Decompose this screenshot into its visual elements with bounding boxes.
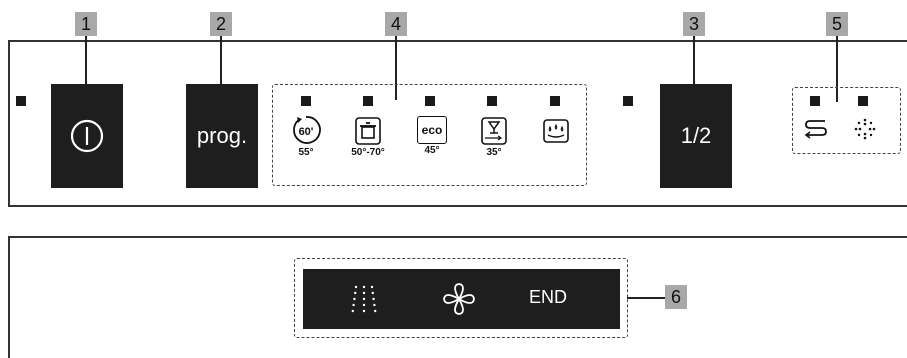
salt-led	[810, 96, 820, 106]
power-led	[16, 96, 26, 106]
60-minute-glyph: 60'	[299, 126, 314, 138]
program-led-2	[363, 96, 373, 106]
program-temp-3: 45°	[424, 145, 440, 156]
washing-spray-icon	[351, 285, 377, 313]
power-button[interactable]	[51, 84, 123, 188]
program-temp-4: 35°	[486, 147, 502, 158]
program-led-3	[425, 96, 435, 106]
leader-line-3	[693, 36, 695, 126]
end-label: END	[529, 287, 568, 307]
status-display: END	[303, 269, 620, 329]
program-temp-1: 55°	[298, 147, 314, 158]
leader-line-5	[836, 36, 838, 102]
program-led-4	[487, 96, 497, 106]
program-indicator-group	[272, 84, 587, 186]
program-temp-2: 50°-70°	[351, 147, 385, 158]
program-eco: eco 45°	[413, 116, 451, 156]
salt-refill-icon	[804, 120, 827, 139]
callout-6: 6	[665, 285, 687, 309]
callout-4: 4	[385, 12, 407, 36]
prewash-icon	[543, 119, 569, 143]
drying-fan-icon	[443, 283, 475, 315]
warning-indicator-group	[792, 87, 901, 154]
half-load-led	[623, 96, 633, 106]
pot-icon	[355, 117, 381, 145]
program-led-1	[301, 96, 311, 106]
callout-3: 3	[683, 12, 705, 36]
control-panel	[8, 40, 907, 207]
glass-icon	[481, 117, 507, 145]
leader-line-4	[395, 36, 397, 100]
program-intensive: 50°-70°	[346, 116, 390, 158]
rinse-aid-icon	[854, 118, 876, 140]
program-led-5	[550, 96, 560, 106]
rinse-aid-led	[858, 96, 868, 106]
program-rapid: 60' 55°	[286, 114, 326, 158]
eco-icon: eco	[417, 116, 447, 144]
program-glass: 35°	[477, 116, 511, 158]
power-icon	[70, 119, 104, 153]
callout-5: 5	[826, 12, 848, 36]
program-button[interactable]: prog.	[186, 84, 258, 188]
callout-1: 1	[75, 12, 97, 36]
leader-line-2	[220, 36, 222, 90]
program-prewash	[540, 118, 572, 144]
leader-line-6	[627, 297, 665, 299]
callout-2: 2	[210, 12, 232, 36]
half-load-button[interactable]: 1/2	[660, 84, 732, 188]
60-minute-icon: 60'	[293, 116, 321, 144]
